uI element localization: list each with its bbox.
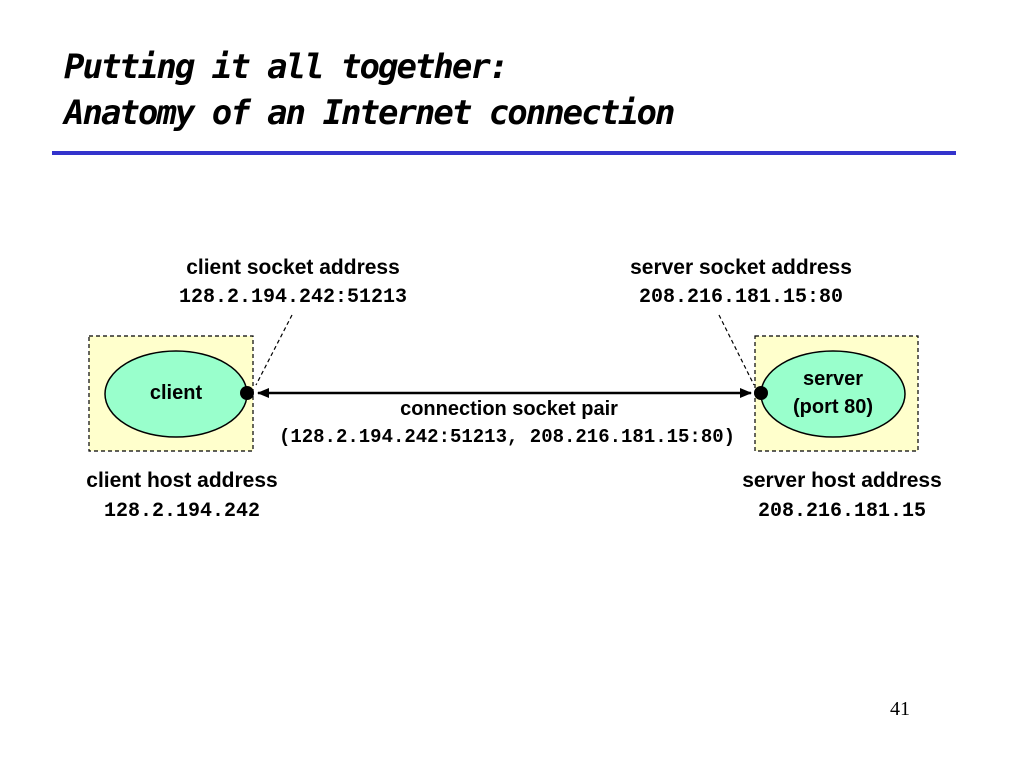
server-host-address-label: server host address	[742, 469, 942, 492]
client-socket-endpoint	[240, 386, 254, 400]
client-node-label: client	[149, 382, 203, 404]
server-node-label-line1: server	[802, 368, 864, 390]
page-number: 41	[890, 698, 910, 720]
slide-title-line1: Putting it all together:	[64, 47, 509, 87]
client-host-address-value: 128.2.194.242	[103, 500, 261, 523]
client-socket-pointer	[255, 314, 293, 386]
server-node	[760, 350, 906, 438]
server-socket-address-label: server socket address	[630, 256, 852, 279]
client-socket-address-value: 128.2.194.242:51213	[178, 286, 408, 309]
server-socket-address-value: 208.216.181.15:80	[638, 286, 844, 309]
connection-socket-pair-value: (128.2.194.242:51213, 208.216.181.15:80)	[278, 426, 736, 448]
server-host-address-value: 208.216.181.15	[757, 500, 927, 523]
title-underline	[52, 151, 956, 155]
client-socket-address-label: client socket address	[186, 256, 400, 279]
slide-title: Putting it all together: Anatomy of an I…	[64, 44, 676, 136]
server-socket-pointer	[718, 314, 755, 386]
connection-socket-pair-label: connection socket pair	[400, 398, 618, 420]
server-node-label-line2: (port 80)	[793, 396, 873, 418]
server-socket-endpoint	[754, 386, 768, 400]
slide-title-line2: Anatomy of an Internet connection	[64, 93, 676, 133]
client-host-address-label: client host address	[86, 469, 278, 492]
